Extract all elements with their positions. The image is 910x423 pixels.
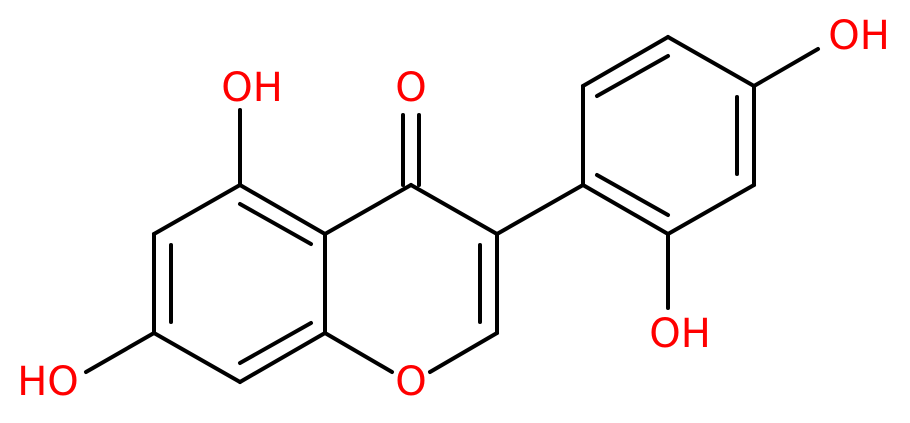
atom-label-7-hydroxyl: HO xyxy=(17,359,79,405)
bond-c5-c6 xyxy=(152,183,242,236)
bond-c5p-c6p-inner xyxy=(595,54,670,98)
bonds xyxy=(84,35,820,384)
bond-c8-c8a xyxy=(238,331,327,384)
bond-c1p-c2p xyxy=(581,183,670,236)
bond-c4p-oh xyxy=(752,47,820,88)
bond-c5p-c6p xyxy=(581,35,670,88)
atom-label-5-hydroxyl: OH xyxy=(221,65,283,111)
atom-label-carbonyl-oxygen: O xyxy=(395,65,426,111)
bond-c3-c1p xyxy=(495,183,585,236)
atom-label-4p-hydroxyl: OH xyxy=(828,13,890,59)
bond-c4a-c5 xyxy=(238,183,327,236)
bond-c1p-c2p-inner xyxy=(595,173,670,217)
bond-c4a-c5-inner xyxy=(238,202,313,246)
bond-c4a-c4 xyxy=(323,183,413,236)
bond-c7-c8 xyxy=(152,331,242,384)
bond-c8-c8a-inner xyxy=(238,321,313,365)
bond-c4p-c5p xyxy=(666,35,756,88)
atom-labels: OH O HO O OH OH xyxy=(17,13,890,405)
atom-label-ring-oxygen: O xyxy=(395,359,426,405)
bond-c2-o1 xyxy=(428,331,499,374)
bond-c4-c3 xyxy=(409,183,499,236)
bond-c2p-c3p xyxy=(666,183,756,236)
atom-label-2p-hydroxyl: OH xyxy=(649,311,711,357)
bond-c7-oh xyxy=(84,331,156,374)
bond-o1-c8a xyxy=(323,331,394,374)
